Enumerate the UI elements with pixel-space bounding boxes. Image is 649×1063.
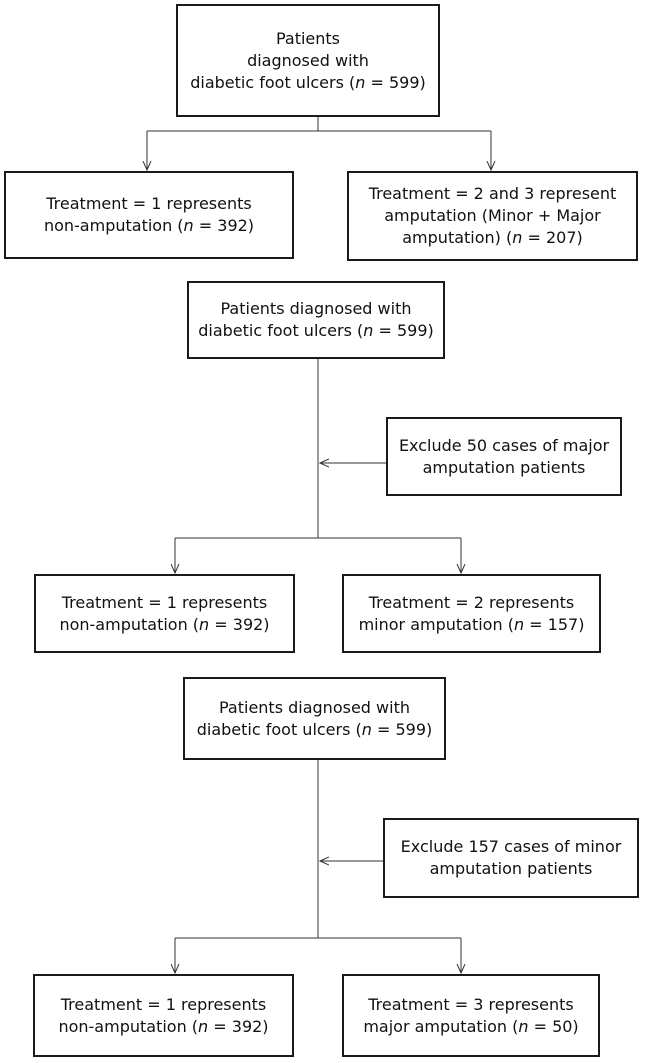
box-text-line: diabetic foot ulcers (n = 599)	[196, 719, 433, 739]
root-box-2: Patients diagnosed with diabetic foot ulc…	[187, 281, 445, 359]
box-text-line: Treatment = 1 represents	[46, 194, 252, 213]
box-text-line: Treatment = 2 represents	[368, 592, 575, 612]
box-text-line: Patients	[275, 28, 341, 48]
box-text-line: amputation patients	[422, 457, 586, 477]
box-text-line: Patients diagnosed with	[218, 697, 410, 717]
box-text-line: diabetic foot ulcers (n = 599)	[198, 321, 434, 340]
box-text-line: major amputation (n = 50)	[363, 1016, 579, 1036]
box-text-line: Patients diagnosed with	[220, 299, 412, 318]
box-text-line: non-amputation (n = 392)	[58, 1016, 269, 1036]
box-text-line: Exclude 50 cases of major	[398, 435, 610, 455]
box-text-line: Treatment = 2 and 3 represent	[368, 184, 617, 203]
box-text-line: Treatment = 1 represents	[61, 592, 268, 612]
box-text-line: Exclude 157 cases of minor	[400, 837, 622, 856]
box-text-line: amputation patients	[429, 859, 593, 878]
box-text-line: Treatment = 1 represents	[60, 994, 267, 1014]
box-text-line: diagnosed with	[247, 50, 369, 70]
box-text-line: Treatment = 3 represents	[368, 994, 574, 1014]
box-text-line: non-amputation (n = 392)	[43, 216, 255, 235]
box-text-line: non-amputation (n = 392)	[59, 614, 270, 634]
exclude-box-3: Exclude 157 cases of minor amputation pat…	[383, 818, 639, 898]
box-text-line: amputation) (n = 207)	[402, 228, 583, 247]
amputation-box-1: Treatment = 2 and 3 represent amputation …	[347, 171, 638, 261]
box-text-line: diabetic foot ulcers (n = 599)	[190, 72, 426, 92]
box-text-line: minor amputation (n = 157)	[358, 614, 585, 634]
box-text-line: amputation (Minor + Major	[384, 206, 601, 225]
non-amputation-box-1: Treatment = 1 represents non-amputation (…	[4, 171, 294, 259]
